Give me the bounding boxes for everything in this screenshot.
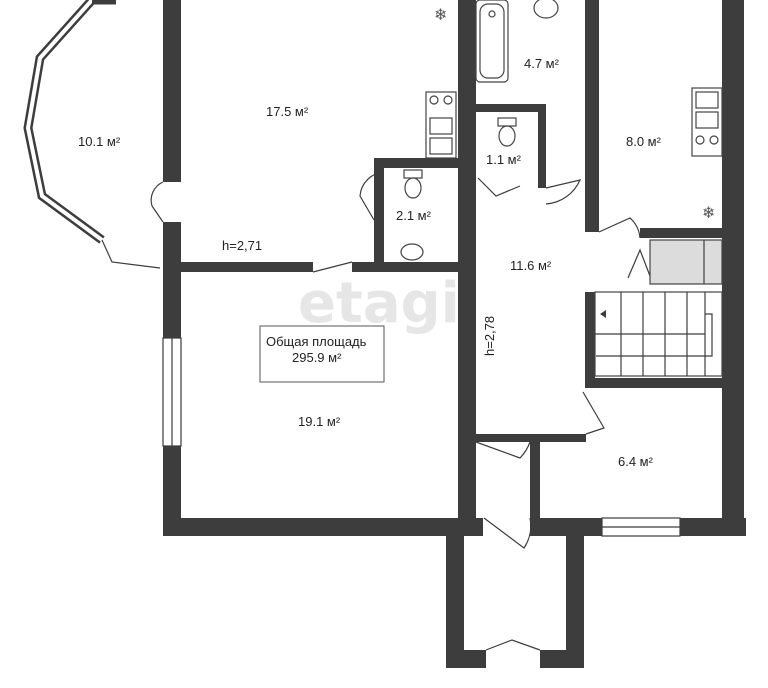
total-value: 295.9 м² xyxy=(292,350,342,365)
wall-wc2-top xyxy=(476,104,546,112)
windows xyxy=(23,0,681,537)
appliance xyxy=(649,239,723,285)
bay-window xyxy=(23,0,105,244)
wall-wc-top xyxy=(374,158,458,168)
doors xyxy=(101,171,651,651)
fridge-icon: ❄ xyxy=(434,5,447,24)
room-area: 11.6 м² xyxy=(510,258,552,273)
room-area: 6.4 м² xyxy=(618,454,654,469)
total-box xyxy=(259,325,385,383)
room-area: 4.7 м² xyxy=(524,56,560,71)
wall-hall-bottom xyxy=(476,434,586,442)
wall-bath-right xyxy=(585,0,599,232)
wall-left-mid xyxy=(163,222,181,276)
wall-h-mid xyxy=(352,262,458,272)
wall-kitchen-bottom xyxy=(640,228,722,238)
wall-right xyxy=(722,0,744,536)
sink-icon xyxy=(533,0,559,19)
wall-bottom-mid xyxy=(530,518,602,536)
sink-icon xyxy=(400,243,424,261)
wall-wc-left xyxy=(374,158,384,262)
room-area: 19.1 м² xyxy=(298,414,341,429)
wall-center xyxy=(458,0,476,536)
watermark: etagi xyxy=(298,271,460,336)
wall-stair-left xyxy=(585,292,595,378)
wall-left-bottom xyxy=(163,446,181,536)
wall-vest-left xyxy=(446,536,464,668)
wall-h-left xyxy=(181,262,313,272)
stove-icon xyxy=(691,87,723,157)
stair-arrow-icon xyxy=(600,310,606,318)
room-area: 2.1 м² xyxy=(396,208,432,223)
staircase xyxy=(594,291,723,377)
wall-left-top xyxy=(163,0,181,182)
ceiling-height: h=2,71 xyxy=(222,238,262,253)
wall-storage-left xyxy=(530,442,540,536)
wall-storage-top xyxy=(585,378,722,388)
wall-vest-right xyxy=(566,536,584,668)
total-label: Общая площадь xyxy=(266,334,367,349)
room-area: 17.5 м² xyxy=(266,104,309,119)
walls xyxy=(163,0,746,668)
toilet-icon xyxy=(497,117,517,147)
fixtures: ❄ ❄ xyxy=(400,0,723,285)
toilet-icon xyxy=(403,169,423,199)
stove-icon xyxy=(425,91,457,159)
wall-wc2-right xyxy=(538,104,546,188)
fridge-icon: ❄ xyxy=(702,203,715,222)
room-area: 1.1 м² xyxy=(486,152,522,167)
wall-left-lower xyxy=(163,276,181,338)
wall-bottom-left xyxy=(163,518,483,536)
room-area: 10.1 м² xyxy=(78,134,121,149)
ceiling-height: h=2,78 xyxy=(482,316,497,356)
wall-vest-bottom-right xyxy=(540,650,584,668)
room-area: 8.0 м² xyxy=(626,134,662,149)
wall-vest-bottom-left xyxy=(446,650,486,668)
